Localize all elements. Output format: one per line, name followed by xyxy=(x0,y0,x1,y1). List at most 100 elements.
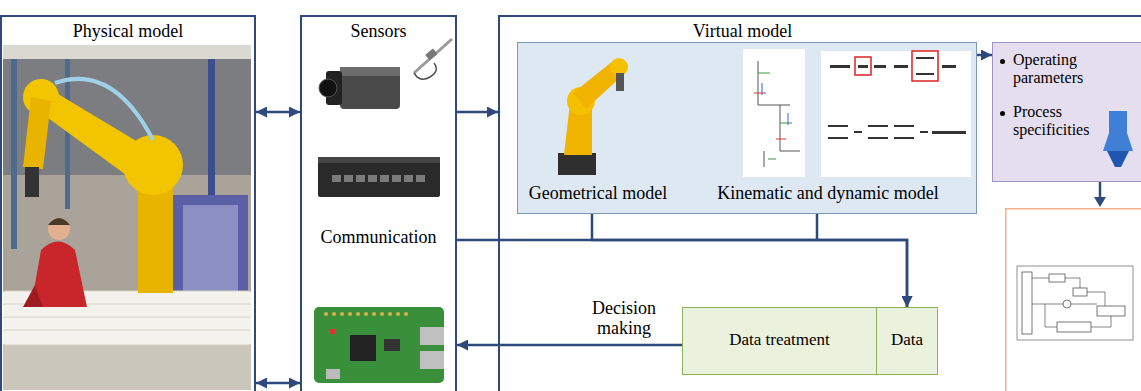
robot-model-figures-part xyxy=(874,65,886,68)
robot-model-figures-part xyxy=(830,65,850,68)
sensor-hardware-part xyxy=(404,312,408,316)
printing-robot-photo-part xyxy=(183,205,238,305)
sensor-hardware-part xyxy=(392,175,401,182)
panel-title: Virtual model xyxy=(650,21,835,42)
sensor-hardware-part xyxy=(380,312,384,316)
printing-robot-photo-part xyxy=(48,218,70,240)
text-slot: Data treatment xyxy=(683,330,876,350)
printing-robot-photo-part xyxy=(23,285,43,307)
sensor-hardware-part xyxy=(318,157,440,197)
nozzle-icon-part xyxy=(1107,151,1129,167)
flow-arrow xyxy=(1090,180,1110,210)
sensor-hardware-part xyxy=(340,312,344,316)
parameters-box: Operating parametersProcess specificitie… xyxy=(992,42,1141,182)
sensor-hardware-part xyxy=(425,48,437,60)
text-slot: Operating parameters xyxy=(1013,51,1099,88)
printing-robot-photo-part xyxy=(48,218,70,225)
sensor-hardware-part xyxy=(372,312,376,316)
robot-model-figures-part xyxy=(828,125,848,127)
text-slot: Process specificities xyxy=(1013,103,1099,140)
connector xyxy=(592,214,907,307)
sensor-hardware-part xyxy=(420,351,444,369)
robot-model-figures-part xyxy=(894,65,908,68)
model-caption: Geometrical model xyxy=(522,183,674,204)
sensor-hardware-part xyxy=(318,157,440,163)
text-slot: Sensors xyxy=(302,21,455,42)
robot-model-figures-part xyxy=(754,93,786,139)
printing-robot-photo-part xyxy=(11,59,17,249)
robot-model-figures-part xyxy=(932,131,966,134)
robot-model-figures-part xyxy=(758,61,800,167)
control-block-diagram xyxy=(1005,208,1141,391)
flow-arrow-part xyxy=(1099,182,1102,198)
flow-arrow-part xyxy=(1094,197,1106,207)
robot-model-figures-part xyxy=(920,131,928,133)
sensor-hardware-part xyxy=(420,327,444,345)
sensor-hardware-part xyxy=(314,307,444,383)
printing-robot-photo-part xyxy=(3,45,251,59)
bullet-item: Process specificities xyxy=(1013,103,1099,140)
robot-model-figures-part xyxy=(854,131,862,133)
sensor-hardware-part xyxy=(356,312,360,316)
text-slot: Data xyxy=(877,330,937,350)
sensor-hardware-part xyxy=(319,79,337,97)
control-block-diagram-part xyxy=(1032,278,1111,327)
nozzle-icon xyxy=(1099,111,1139,171)
text-slot: Communication xyxy=(302,227,455,248)
component-label: Communication xyxy=(302,227,455,248)
sensor-hardware-part xyxy=(380,175,389,182)
robot-model-figures-part xyxy=(743,49,805,177)
connector xyxy=(457,111,498,114)
robot-model-figures-part xyxy=(616,73,624,91)
panel-title: Physical model xyxy=(2,21,254,42)
sensor-hardware-part xyxy=(368,175,377,182)
robot-model-figures-part xyxy=(942,65,956,68)
text-slot: Kinematic and dynamic model xyxy=(683,183,973,204)
text-slot: Physical model xyxy=(2,21,254,42)
printing-robot-photo-part xyxy=(138,185,173,293)
sensors-panel: SensorsCommunication xyxy=(300,15,457,391)
connector xyxy=(256,382,300,385)
sensor-hardware-part xyxy=(388,312,392,316)
printing-robot-photo-part xyxy=(23,97,51,169)
printing-robot-photo xyxy=(3,45,251,390)
sensor-hardware-part xyxy=(340,67,400,76)
sensor-hardware-part xyxy=(396,312,400,316)
control-block-diagram-part xyxy=(1049,274,1065,282)
robot-model-figures-part xyxy=(758,73,792,159)
nozzle-icon-part xyxy=(1103,111,1133,151)
sensor-hardware-part xyxy=(414,63,436,79)
connector xyxy=(457,240,907,307)
bullet-item: Operating parameters xyxy=(1013,51,1099,88)
robot-model-figures-part xyxy=(894,137,914,139)
robot-model-figures-part xyxy=(916,73,934,75)
printing-robot-photo-part xyxy=(3,330,251,345)
sensor-hardware-part xyxy=(416,175,425,182)
robot-model-figures-part xyxy=(762,83,788,125)
sensor-hardware-part xyxy=(364,312,368,316)
sensor-hardware-part xyxy=(356,175,365,182)
connector xyxy=(457,344,682,347)
control-block-diagram-part xyxy=(1006,209,1141,391)
robot-model-figures-part xyxy=(828,57,966,139)
robot-model-figures-part xyxy=(828,137,848,139)
robot-model-figures-part xyxy=(821,51,971,177)
text-slot: Geometrical model xyxy=(522,183,674,204)
printing-robot-photo-part xyxy=(25,167,39,197)
connector xyxy=(977,54,992,57)
model-caption: Kinematic and dynamic model xyxy=(683,183,973,204)
box-text: Data xyxy=(877,330,937,350)
control-block-diagram-part xyxy=(1073,288,1087,296)
data-treatment-box: Data treatment xyxy=(682,307,877,375)
sensor-hardware xyxy=(302,17,455,389)
model-box: Geometrical model Kinematic and dynamic m… xyxy=(517,42,977,214)
robot-model-figures-part xyxy=(916,57,934,59)
robot-model-figures-part xyxy=(855,57,871,75)
control-block-diagram-part xyxy=(1063,300,1071,308)
printing-robot-photo-part xyxy=(55,79,153,140)
robot-model-figures-part xyxy=(868,137,888,139)
box-text: Data treatment xyxy=(683,330,876,350)
sensor-hardware-part xyxy=(344,175,353,182)
robot-model-figures-part xyxy=(868,125,888,127)
